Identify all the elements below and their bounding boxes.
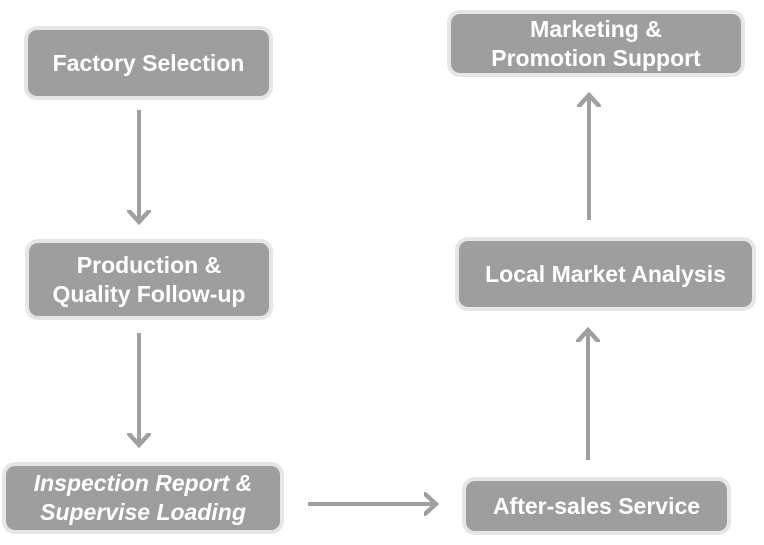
production-label-line2: Quality Follow-up [52,280,246,307]
marketing-label-line1: Marketing & [530,15,662,42]
marketing-node: Marketing & Promotion Support [451,14,741,73]
local-market-node: Local Market Analysis [459,241,752,307]
factory-selection-node: Factory Selection [28,30,269,96]
production-node: Production & Quality Follow-up [29,243,269,316]
marketing-label-line2: Promotion Support [491,44,701,71]
production-label-line1: Production & [76,251,222,278]
after-sales-label: After-sales Service [492,492,701,519]
inspection-label-line1: Inspection Report & [33,470,253,496]
after-sales-node: After-sales Service [466,481,727,531]
inspection-label-line2: Supervise Loading [40,499,246,525]
factory-selection-label: Factory Selection [52,49,245,76]
inspection-node: Inspection Report & Supervise Loading [6,466,280,530]
local-market-label: Local Market Analysis [485,260,726,287]
